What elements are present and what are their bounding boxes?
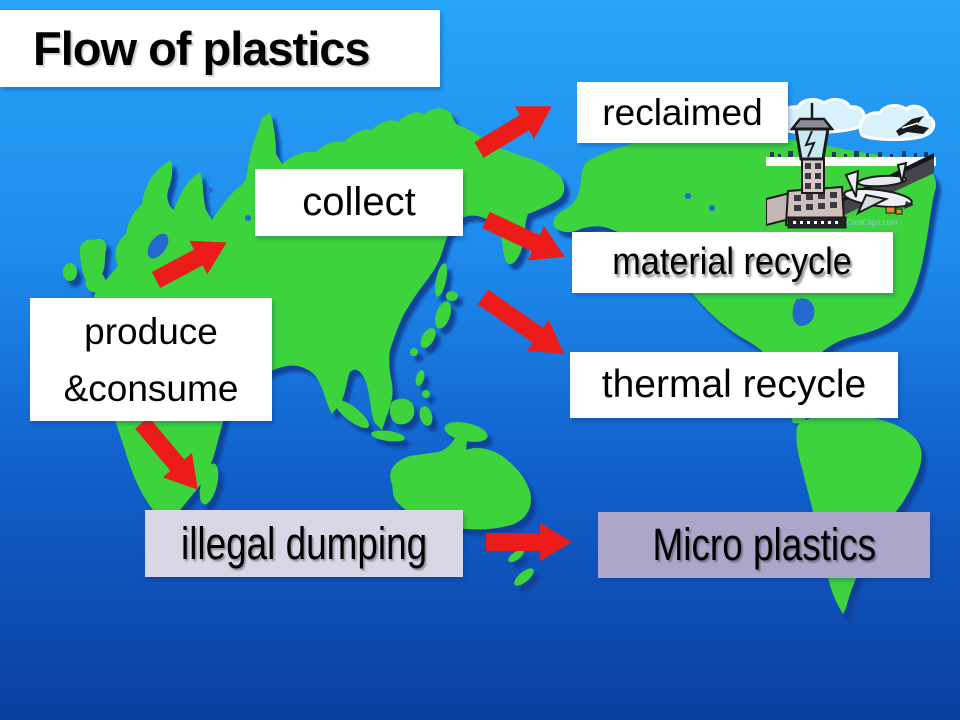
island-sumatra [334,399,370,429]
island-japan-north [446,291,458,301]
arrow-produce-to-illegal-dumping [135,417,198,490]
label-produce-line2: &consume [63,367,239,409]
gulf-of-mexico [792,298,815,326]
lake-1 [207,187,213,193]
arrow-produce-to-collect [151,240,227,288]
tower-base-windows [794,192,837,211]
skyline-band [766,157,936,166]
airplane-parked-tail [896,161,908,184]
baltic-sea [147,233,169,259]
island-japan-south [420,328,436,348]
lake-4 [709,205,715,211]
title-box: Flow of plastics [0,10,440,87]
airport-clipart: CoolClips.com [766,98,936,229]
arrow-collect-to-reclaimed [474,106,552,158]
cupola-reflection [804,130,816,158]
label-thermal-recycle: thermal recycle [570,352,898,418]
continent-australia [390,426,531,530]
label-material-recycle-text: material recycle [612,241,853,283]
island-sakhalin [434,263,448,297]
lake-3 [685,193,691,199]
airplane-ground-nose [904,201,914,209]
luggage-cart [885,206,896,214]
arrow-collect-to-thermal-recycle [477,289,565,354]
island-ireland [63,263,77,281]
label-produce-consume: produce &consume [30,298,272,421]
island-great-britain [79,238,107,293]
marquee-dots [793,221,838,224]
island-taiwan [410,348,418,356]
label-material-recycle: material recycle [572,232,893,293]
label-reclaimed-text: reclaimed [602,91,763,133]
island-madagascar [199,463,219,505]
luggage-cart-2 [895,208,903,215]
arrow-illegal-to-micro-plastics [486,523,572,561]
label-collect: collect [255,169,463,236]
island-mindanao [422,390,430,398]
island-new-zealand-north [508,549,524,563]
watermark-text: CoolClips.com [846,218,898,227]
flow-arrows [135,106,572,561]
page-title: Flow of plastics [33,22,371,75]
island-borneo [390,398,415,425]
cloud-right [858,104,936,141]
airplane-flying-streak [901,122,919,129]
label-produce-line1: produce [84,310,218,352]
airplane-ground-tail [844,169,860,198]
label-thermal-recycle-text: thermal recycle [601,363,867,406]
skyline-buildings [770,151,928,157]
label-micro-plastics: Micro plastics [598,512,930,578]
tower-shaft-windows [805,163,821,189]
label-illegal-dumping: illegal dumping [145,510,463,577]
label-micro-plastics-text: Micro plastics [652,519,876,570]
island-java [371,430,405,442]
label-collect-text: collect [302,180,416,224]
label-reclaimed: reclaimed [577,82,788,143]
island-sulawesi [419,406,433,426]
arrow-collect-to-material-recycle [482,211,565,261]
island-philippines [415,370,425,386]
island-japan-main [435,301,451,329]
island-new-zealand-south [514,568,534,586]
water-details [147,187,815,326]
lake-2 [245,215,251,221]
airplane-flying-icon [896,116,929,136]
label-illegal-dumping-text: illegal dumping [180,517,428,569]
airplane-ground-wing [855,193,890,216]
